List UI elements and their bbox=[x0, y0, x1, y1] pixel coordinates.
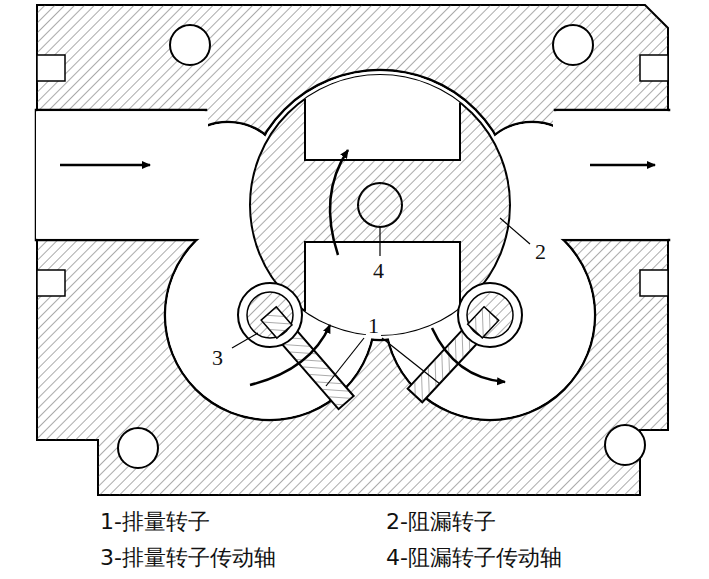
callout-number: 3 bbox=[210, 346, 225, 370]
callout-number: 4 bbox=[371, 259, 386, 283]
callout-number: 2 bbox=[533, 240, 548, 264]
part-key: 4-阻漏转子传动轴 bbox=[386, 546, 562, 570]
part-key: 2-阻漏转子 bbox=[386, 510, 496, 534]
part-key: 3-排量转子传动轴 bbox=[100, 546, 276, 570]
callout-number: 1 bbox=[366, 314, 381, 338]
part-key: 1-排量转子 bbox=[100, 510, 210, 534]
